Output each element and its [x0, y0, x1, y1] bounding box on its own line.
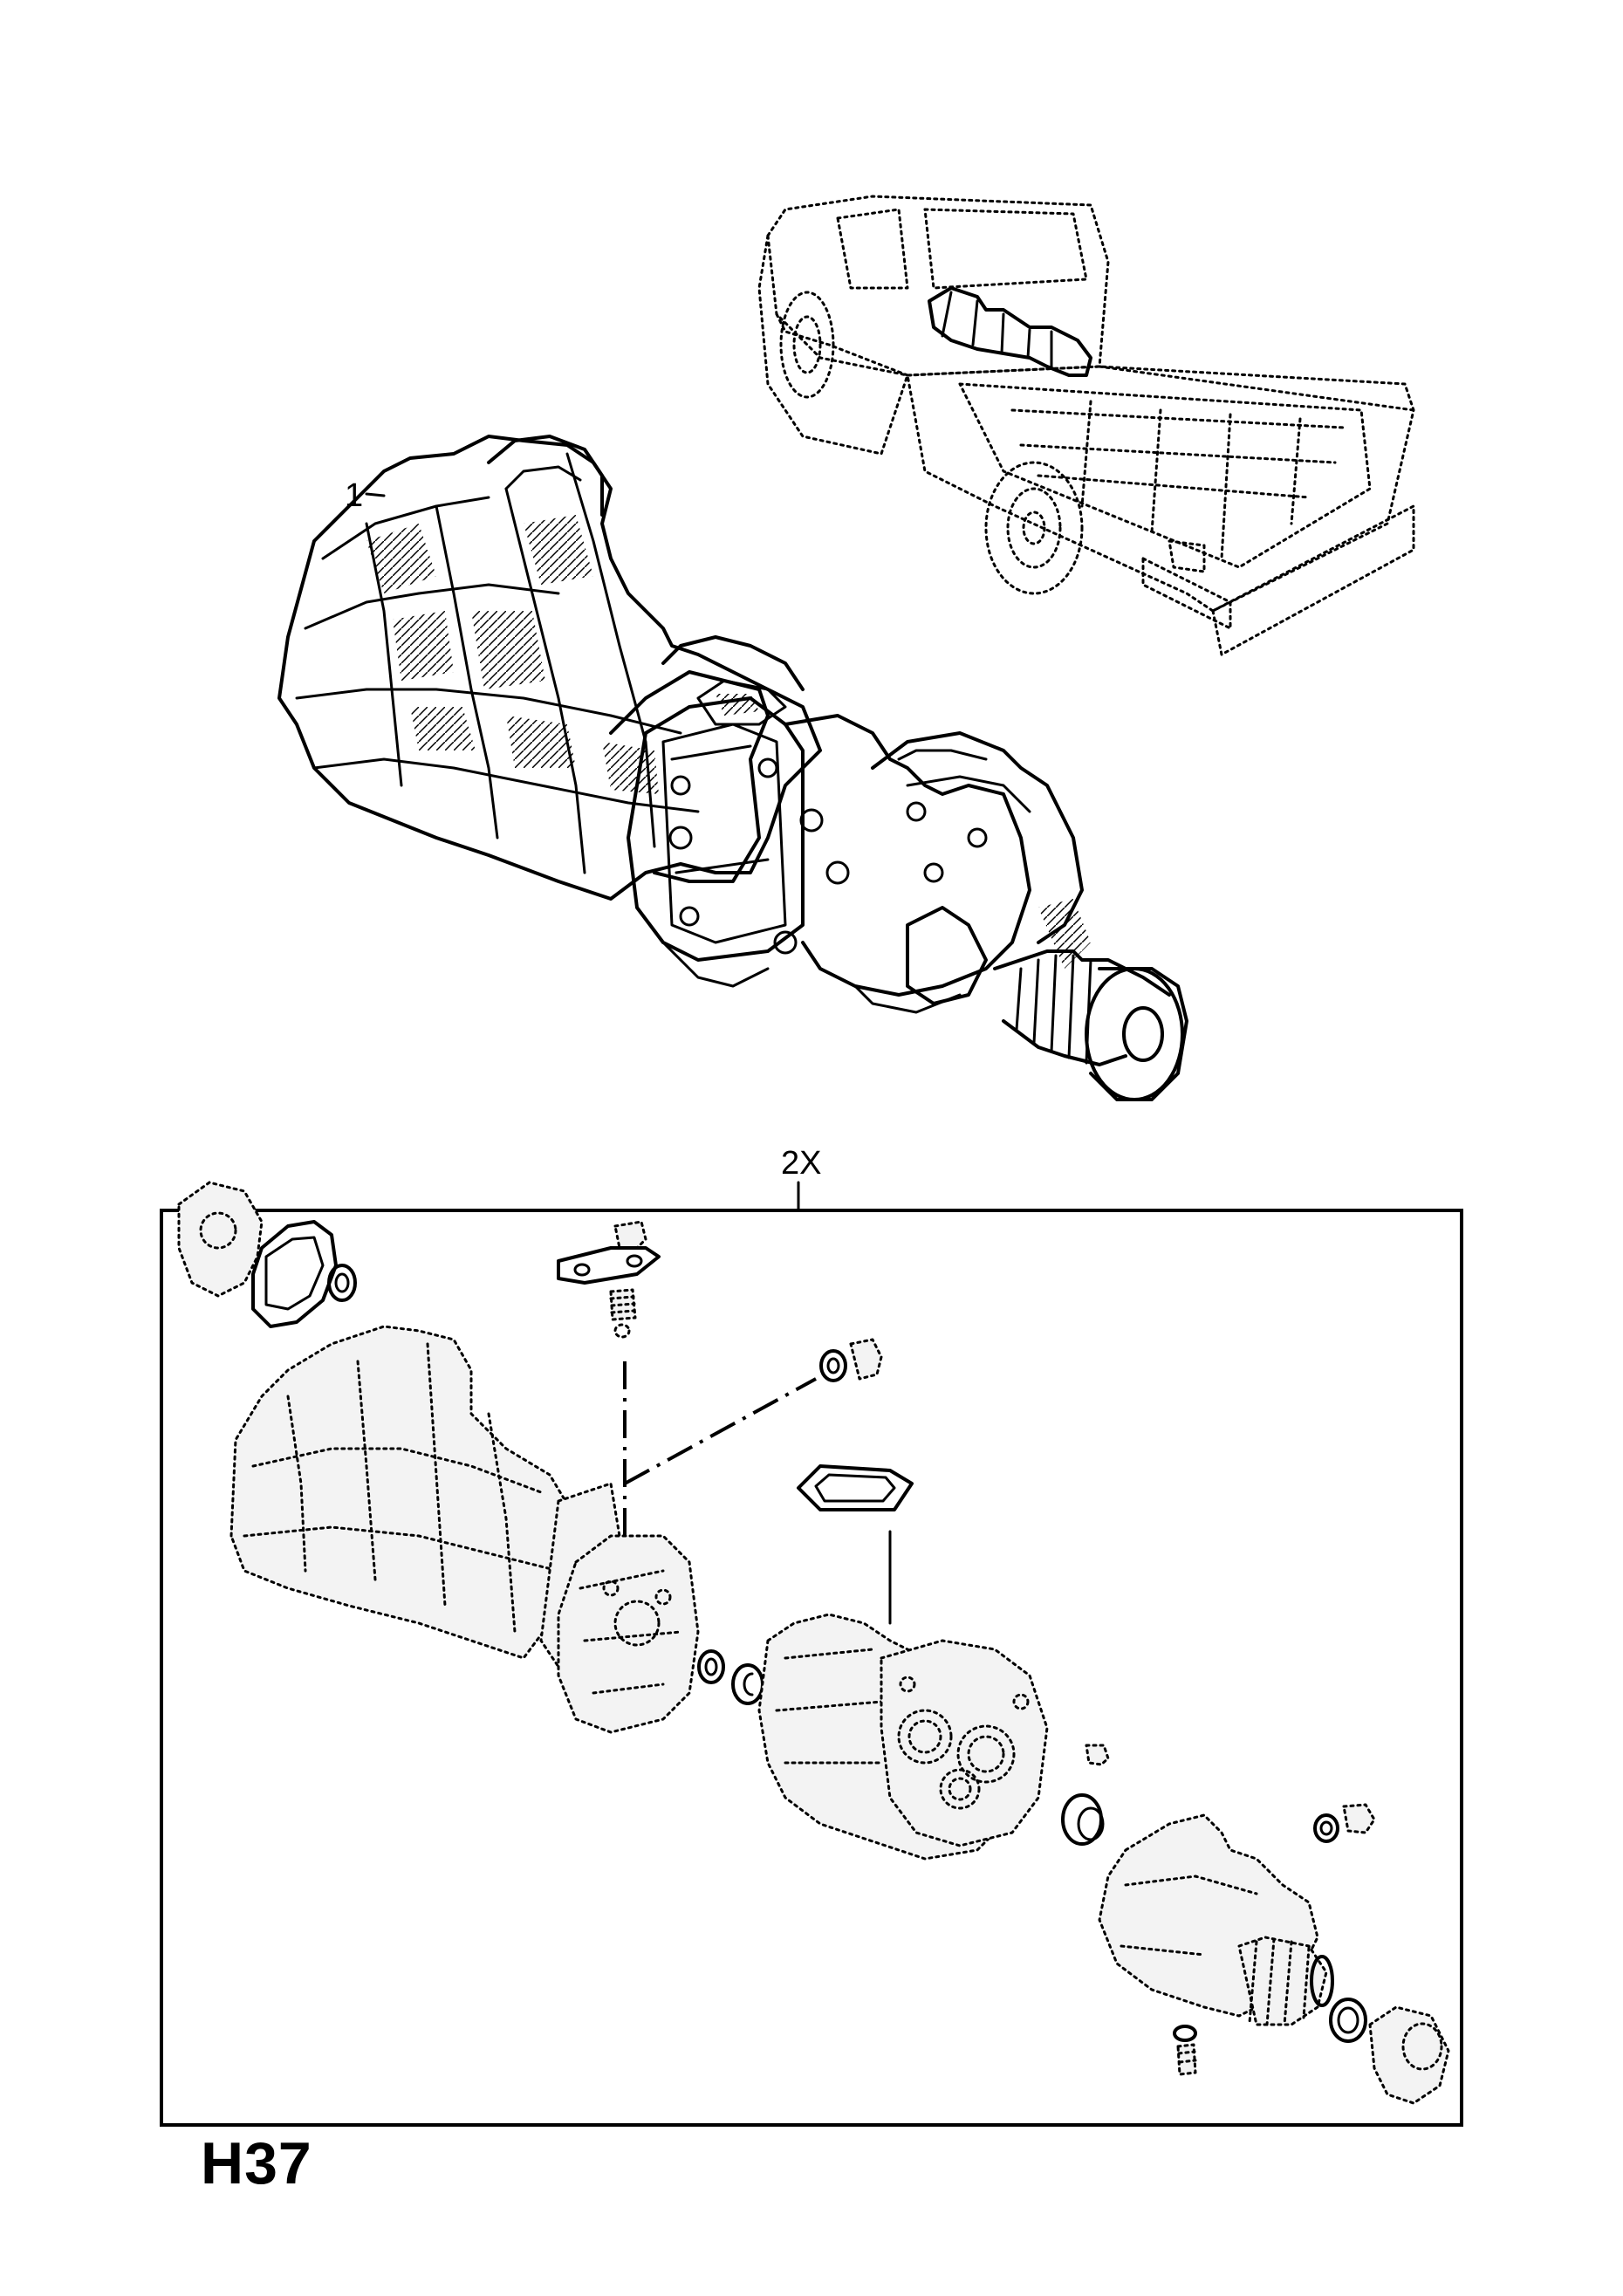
callout-1: 1: [345, 477, 386, 514]
callout-1-label: 1: [345, 477, 363, 514]
transmission-assembly: [277, 435, 1188, 1101]
kit-frame: [160, 1209, 1463, 2127]
exploded-kit-parts: [177, 1181, 1450, 2105]
callout-2x-label: 2X: [781, 1145, 821, 1182]
callout-2x: 2X: [781, 1145, 821, 1210]
page-code: H37: [201, 2130, 312, 2197]
pickup-truck-illustration: [757, 195, 1415, 656]
